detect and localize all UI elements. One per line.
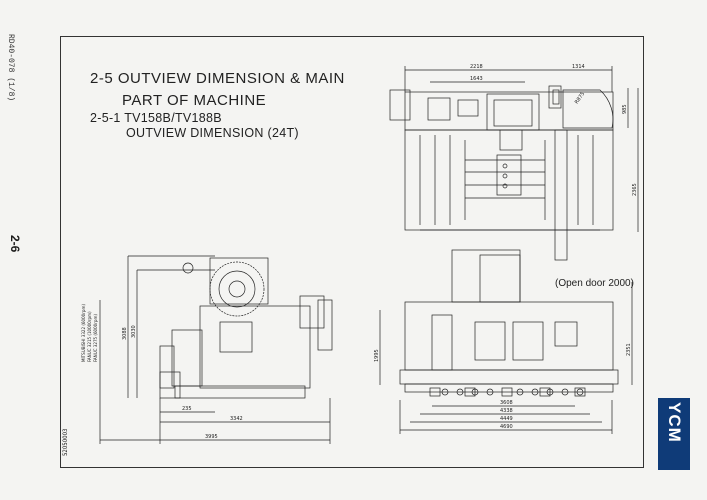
dim-front-height-right: 2351	[626, 343, 632, 356]
dim-top-inner-width: 1643	[470, 76, 483, 82]
dim-door-swing: R875	[574, 91, 586, 105]
dim-front-width-a: 3608	[500, 400, 513, 406]
coolant-holes	[441, 388, 584, 396]
brand-logo: YCM	[658, 398, 690, 470]
dim-front-width-b: 4338	[500, 408, 513, 414]
dim-side-overall-depth: 3995	[205, 434, 218, 440]
side-view	[99, 255, 333, 444]
model-subheading: 2-5-1 TV158B/TV188B	[90, 111, 222, 125]
dim-top-depth: 2365	[632, 183, 638, 196]
dim-side-base-depth: 3342	[230, 416, 243, 422]
outview-subheading: OUTVIEW DIMENSION (24T)	[126, 126, 299, 140]
page-number: 2-6	[8, 235, 22, 253]
dim-front-height-left: 1995	[374, 349, 380, 362]
dim-side-base-offset: 235	[182, 406, 192, 412]
section-heading-line2: PART OF MACHINE	[122, 92, 267, 109]
dim-top-overall-width: 2218	[470, 64, 483, 70]
top-view	[389, 66, 639, 261]
dim-top-right-span: 1314	[572, 64, 585, 70]
dim-top-right-depth: 985	[622, 104, 628, 114]
brand-logo-text: YCM	[665, 402, 684, 443]
section-heading: 2-5 OUTVIEW DIMENSION & MAIN	[90, 70, 345, 87]
document-code: RD40-078 (1/8)	[6, 34, 15, 102]
open-door-note: (Open door 2000)	[555, 278, 634, 289]
front-view	[379, 249, 633, 434]
dim-front-width-c: 4449	[500, 416, 513, 422]
drawing-frame	[60, 36, 644, 468]
dim-side-height-overall: 3088	[122, 327, 128, 340]
dim-side-height-inner: 3030	[131, 325, 137, 338]
dim-front-width-d: 4690	[500, 424, 513, 430]
